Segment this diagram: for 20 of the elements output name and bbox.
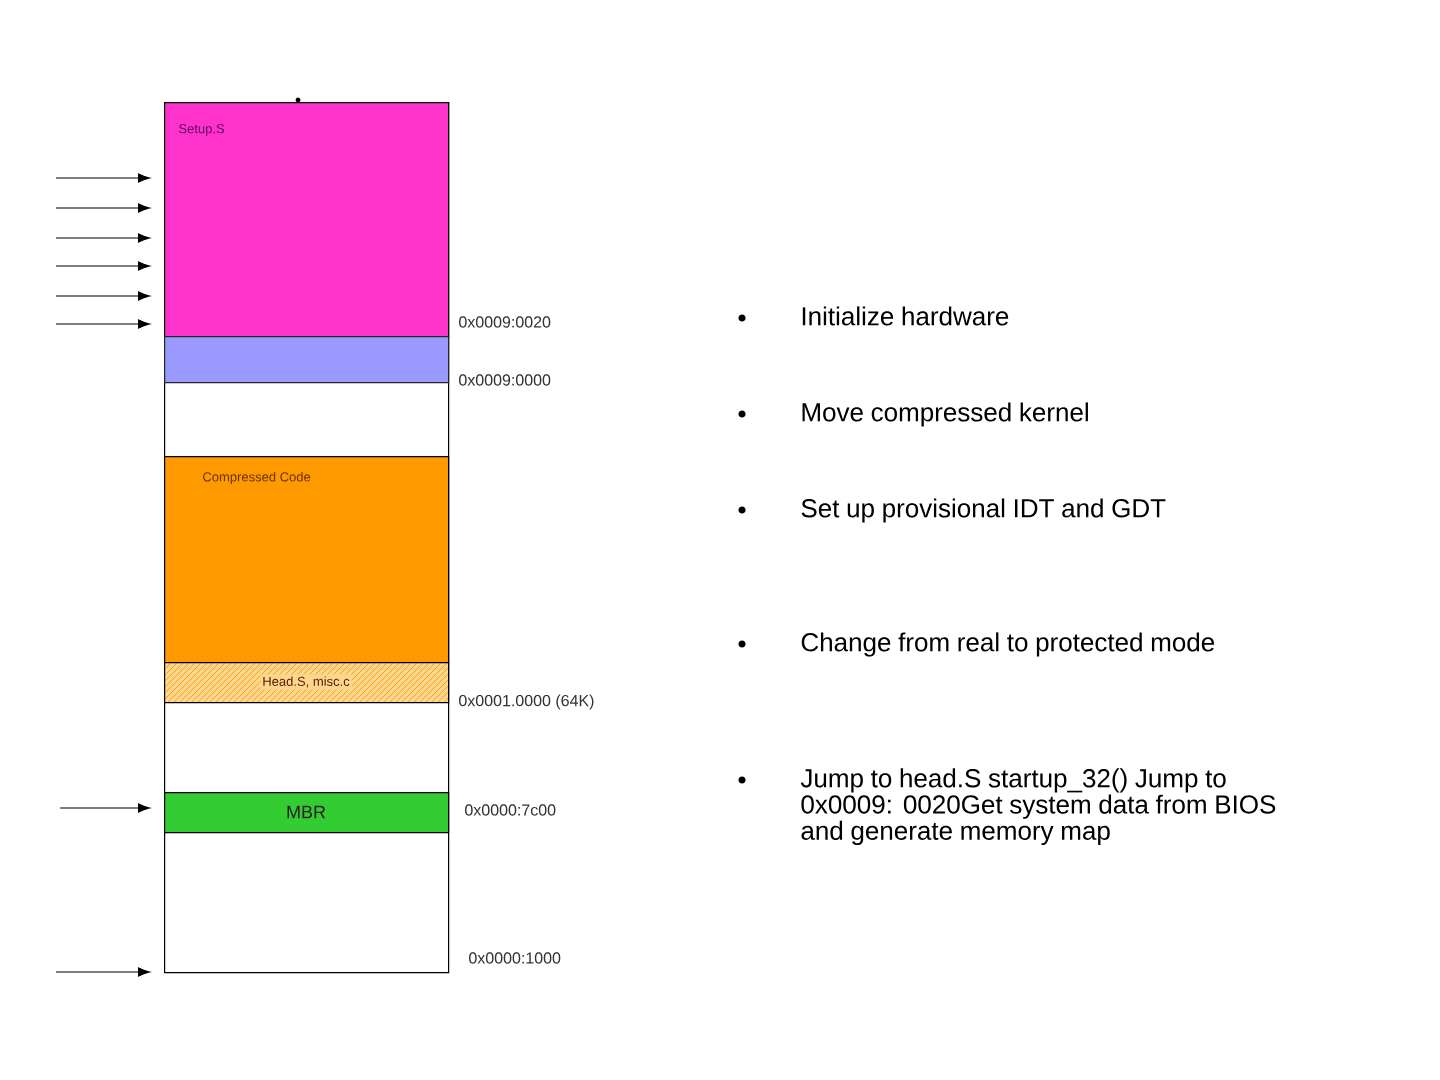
arrow bbox=[55, 261, 150, 271]
address-label: 0x0000:7c00 bbox=[465, 804, 556, 816]
arrow bbox=[55, 319, 150, 329]
address-label: 0x0009:0020 bbox=[459, 316, 551, 328]
address-label: 0x0000:1000 bbox=[469, 952, 561, 964]
address-label: 0x0001.0000 (64K) bbox=[459, 694, 594, 710]
memory-band bbox=[164, 336, 450, 384]
arrow bbox=[59, 803, 150, 813]
arrow bbox=[55, 203, 150, 213]
address-label: 0x0009:0000 bbox=[459, 374, 551, 386]
bullet-text: Initialize hardware bbox=[802, 306, 1009, 326]
bullet-text: Set up provisional IDT and GDT bbox=[801, 498, 1166, 523]
bullet-text: Change from real to protected mode bbox=[801, 632, 1215, 657]
arrow bbox=[55, 173, 150, 183]
arrow bbox=[55, 233, 150, 243]
arrow bbox=[55, 291, 150, 301]
bullet-text: Move compressed kernel bbox=[802, 402, 1088, 427]
arrow bbox=[55, 967, 150, 977]
bullet-text: Jump to head.S startup_32() Jump to 0x0009: 0020Get system data from BIOS and generate memory map bbox=[800, 768, 1276, 846]
memory-band: MBR bbox=[164, 792, 450, 834]
